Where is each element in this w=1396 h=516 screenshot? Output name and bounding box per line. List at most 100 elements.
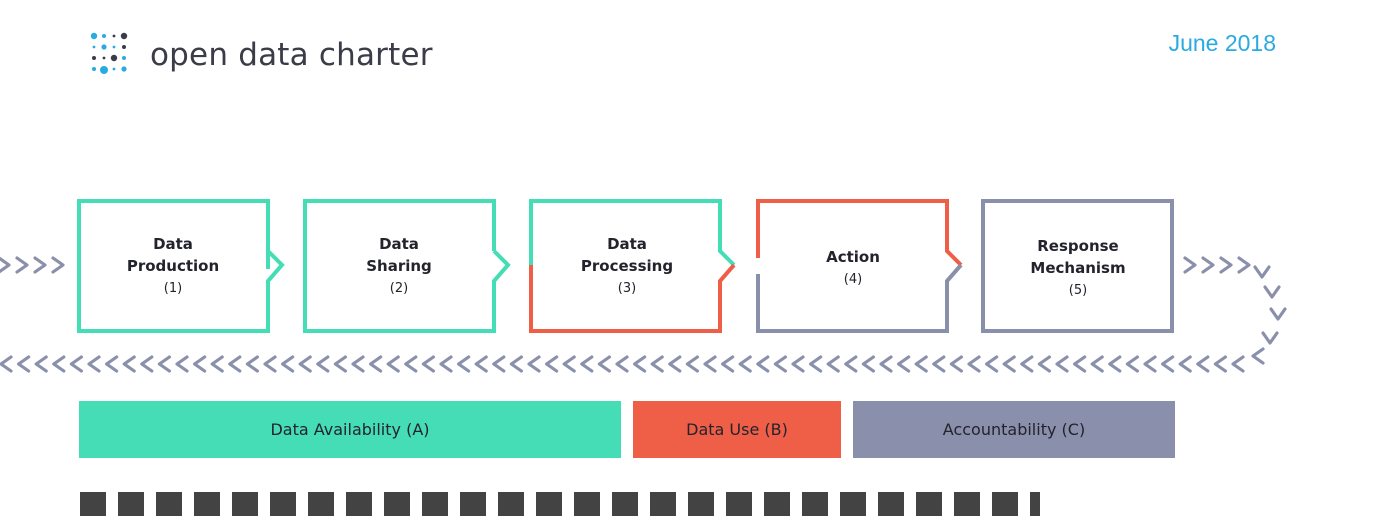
flow-chevron-28: [967, 355, 981, 373]
flow-chevron-52: [545, 355, 559, 373]
flow-chevron-32: [897, 355, 911, 373]
category-bar-accountability: Accountability (C): [853, 401, 1175, 458]
flow-chevron-64: [333, 355, 347, 373]
flow-chevron-38: [791, 355, 805, 373]
flow-chevron-26: [1002, 355, 1016, 373]
flow-chevron-6: [1219, 256, 1233, 274]
stage-1: Data Production (1): [78, 233, 268, 301]
flow-chevron-63: [351, 355, 365, 373]
stage-box-3-bottom: [529, 263, 736, 333]
flow-chevron-36: [826, 355, 840, 373]
flow-chevron-62: [369, 355, 383, 373]
category-label-accountability: Accountability (C): [942, 420, 1086, 439]
stage-box-1: [77, 199, 285, 333]
stage-4: Action (4): [758, 246, 948, 292]
flow-chevron-60: [404, 355, 418, 373]
flow-chevron-82: [17, 355, 31, 373]
stage-1-title: Data Production: [126, 235, 220, 275]
flow-chevron-57: [457, 355, 471, 373]
flow-chevron-24: [1037, 355, 1051, 373]
stage-1-number: (1): [163, 281, 183, 296]
logo: open data charter: [90, 30, 433, 80]
flow-chevron-35: [844, 355, 858, 373]
flow-chevron-74: [157, 355, 171, 373]
flow-chevron-5: [1201, 256, 1215, 274]
flow-chevron-23: [1055, 355, 1069, 373]
flow-chevron-67: [281, 355, 295, 373]
category-bar-use: Data Use (B): [633, 401, 841, 458]
flow-chevron-70: [228, 355, 242, 373]
flow-chevron-20: [1108, 355, 1122, 373]
flow-chevron-14: [1213, 355, 1227, 373]
flow-chevron-12: [1251, 347, 1265, 365]
flow-chevron-83: [0, 355, 13, 373]
flow-chevron-78: [87, 355, 101, 373]
flow-chevron-7: [1237, 256, 1251, 274]
flow-chevron-31: [914, 355, 928, 373]
flow-chevron-34: [861, 355, 875, 373]
logo-text: open data charter: [150, 37, 433, 73]
flow-chevron-3: [51, 256, 65, 274]
flow-chevron-2: [33, 256, 47, 274]
flow-chevron-29: [949, 355, 963, 373]
flow-chevron-61: [386, 355, 400, 373]
flow-chevron-25: [1020, 355, 1034, 373]
stage-2-number: (2): [389, 281, 409, 296]
flow-chevron-43: [703, 355, 717, 373]
category-label-availability: Data Availability (A): [270, 420, 430, 439]
flow-chevron-50: [580, 355, 594, 373]
flow-chevron-33: [879, 355, 893, 373]
stage-box-3-top: [529, 199, 736, 267]
stage-box-4-top: [756, 199, 963, 267]
stage-box-2: [303, 199, 511, 333]
flow-chevron-72: [193, 355, 207, 373]
flow-chevron-49: [597, 355, 611, 373]
stage-2: Data Sharing (2): [304, 233, 494, 301]
stage-5-number: (5): [1068, 283, 1088, 298]
flow-chevron-13: [1231, 355, 1245, 373]
flow-chevron-53: [527, 355, 541, 373]
stage-5: Response Mechanism (5): [983, 235, 1173, 303]
stage-2-title: Data Sharing: [366, 235, 432, 275]
flow-chevron-58: [439, 355, 453, 373]
flow-chevron-68: [263, 355, 277, 373]
flow-chevron-11: [1261, 331, 1279, 345]
flow-chevron-46: [650, 355, 664, 373]
flow-chevron-9: [1263, 285, 1281, 299]
flow-chevron-76: [122, 355, 136, 373]
flow-chevron-21: [1090, 355, 1104, 373]
flow-chevron-17: [1161, 355, 1175, 373]
stage-3-number: (3): [617, 281, 637, 296]
flow-chevron-22: [1073, 355, 1087, 373]
cropped-text-line: [80, 492, 1040, 516]
stage-box-4-bottom: [756, 263, 963, 333]
flow-chevron-54: [509, 355, 523, 373]
flow-chevron-0: [0, 256, 11, 274]
flow-chevron-79: [69, 355, 83, 373]
flow-chevron-66: [298, 355, 312, 373]
flow-chevron-8: [1253, 265, 1271, 279]
flow-chevron-73: [175, 355, 189, 373]
stage-box-5: [981, 199, 1174, 333]
flow-chevron-59: [421, 355, 435, 373]
flow-chevron-75: [140, 355, 154, 373]
stage-4-number: (4): [843, 272, 863, 287]
flow-chevron-30: [932, 355, 946, 373]
data-to-action-diagram: [0, 199, 1287, 373]
flow-chevron-19: [1125, 355, 1139, 373]
flow-chevron-15: [1196, 355, 1210, 373]
flow-chevron-56: [474, 355, 488, 373]
category-label-use: Data Use (B): [686, 420, 788, 439]
stage-3-title: Data Processing: [580, 235, 674, 275]
flow-chevron-18: [1143, 355, 1157, 373]
stage-4-title: Action: [826, 248, 880, 266]
report-date: June 2018: [1168, 30, 1276, 56]
flow-chevron-45: [668, 355, 682, 373]
flow-chevron-41: [738, 355, 752, 373]
flow-chevron-69: [245, 355, 259, 373]
flow-chevron-44: [685, 355, 699, 373]
category-bar-availability: Data Availability (A): [79, 401, 621, 458]
flow-chevron-1: [15, 256, 29, 274]
flow-chevron-55: [492, 355, 506, 373]
flow-chevron-39: [773, 355, 787, 373]
